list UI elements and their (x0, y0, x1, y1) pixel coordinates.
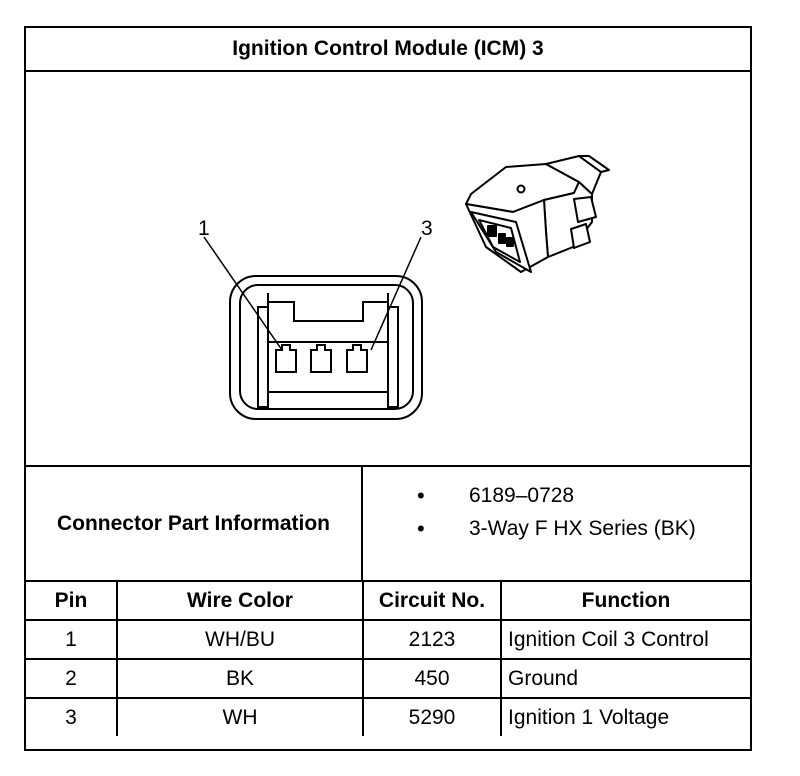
cell-wire-color: WH (116, 697, 364, 736)
header-function: Function (500, 582, 750, 621)
cell-function: Ignition Coil 3 Control (500, 619, 750, 660)
connector-face (229, 275, 423, 420)
connector-part-info-list: • 6189–0728 • 3-Way F HX Series (BK) (363, 467, 750, 594)
cell-wire-color: BK (116, 658, 364, 699)
cell-circuit-no: 2123 (362, 619, 502, 660)
cell-circuit-no: 5290 (362, 697, 502, 736)
callout-pin-3: 3 (421, 217, 433, 240)
connector-diagram: 1 3 (26, 72, 750, 465)
cell-circuit-no: 450 (362, 658, 502, 699)
table-row: 1 WH/BU 2123 Ignition Coil 3 Control (26, 619, 750, 660)
pin-table: Pin Wire Color Circuit No. Function 1 WH… (26, 582, 750, 736)
cell-pin: 3 (26, 697, 118, 736)
connector-isometric-view (465, 155, 610, 273)
leader-line-pin-3 (370, 236, 422, 351)
cell-function: Ignition 1 Voltage (500, 697, 750, 736)
part-info-item: • 6189–0728 (363, 481, 750, 514)
connector-part-info: Connector Part Information • 6189–0728 •… (26, 465, 750, 582)
header-wire-color: Wire Color (116, 582, 364, 621)
cell-pin: 2 (26, 658, 118, 699)
table-row: 2 BK 450 Ground (26, 658, 750, 699)
connector-frame: Ignition Control Module (ICM) 3 1 3 (24, 26, 752, 751)
cell-function: Ground (500, 658, 750, 699)
header-pin: Pin (26, 582, 118, 621)
table-row: 3 WH 5290 Ignition 1 Voltage (26, 697, 750, 736)
cell-wire-color: WH/BU (116, 619, 364, 660)
bullet-icon: • (417, 483, 425, 508)
pin-table-header: Pin Wire Color Circuit No. Function (26, 582, 750, 621)
page-title: Ignition Control Module (ICM) 3 (26, 28, 750, 72)
part-number: 6189–0728 (469, 484, 575, 507)
cell-pin: 1 (26, 619, 118, 660)
connector-series: 3-Way F HX Series (BK) (469, 517, 696, 540)
connector-face-svg: 1 3 (198, 155, 610, 420)
part-info-item: • 3-Way F HX Series (BK) (363, 514, 750, 547)
connector-part-info-label: Connector Part Information (26, 467, 363, 580)
header-circuit-no: Circuit No. (362, 582, 502, 621)
callout-pin-1: 1 (198, 217, 210, 240)
bullet-icon: • (417, 516, 425, 541)
